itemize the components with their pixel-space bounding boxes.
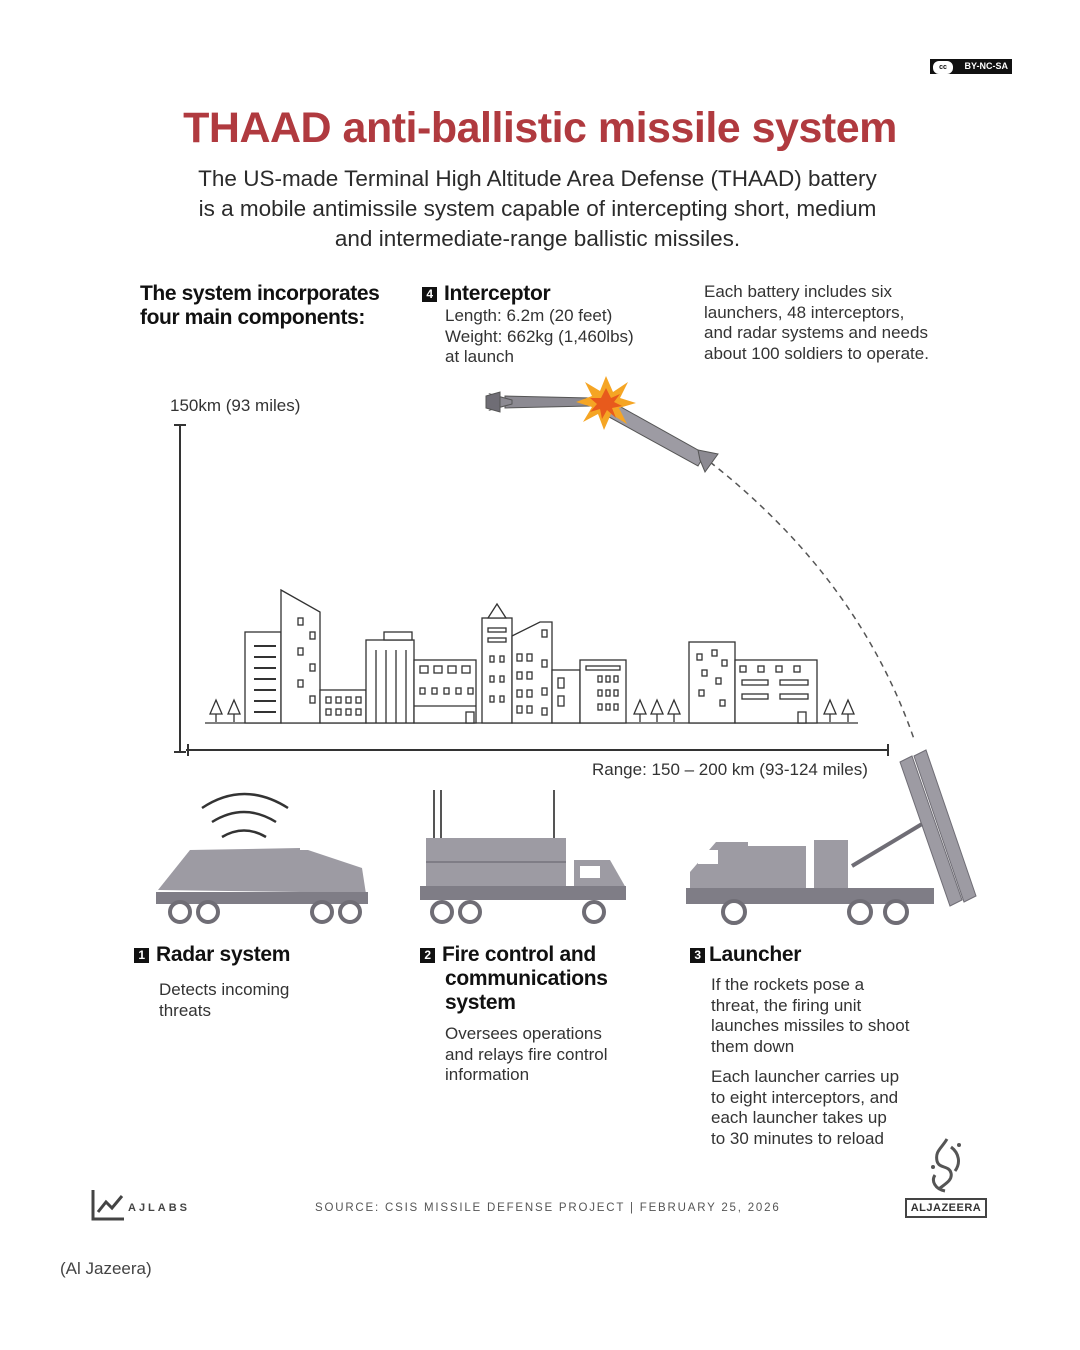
interceptor-title-text: Interceptor [444, 282, 551, 305]
note-line: Each battery includes six [704, 282, 893, 301]
description-line: threats [159, 1000, 211, 1020]
interceptor-title: 4 Interceptor [422, 282, 634, 306]
ajlabs-logo: AJLABS [90, 1188, 187, 1227]
page-title: THAAD anti-ballistic missile system [183, 104, 897, 152]
subtitle-line: The US-made Terminal High Altitude Area … [198, 166, 877, 191]
note-line: and radar systems and needs [704, 323, 928, 342]
component-number: 2 [420, 948, 435, 963]
interceptor-details: Length: 6.2m (20 feet) Weight: 662kg (1,… [445, 306, 634, 368]
radar-title-text: Radar system [156, 943, 291, 966]
intro-line: The system incorporates [140, 282, 380, 305]
interceptor-detail: Weight: 662kg (1,460lbs) [445, 326, 634, 346]
fire-control-title-line: system [445, 991, 516, 1014]
explosion-icon [576, 376, 636, 430]
component-radar: 1 Radar system Detects incoming threats [134, 943, 290, 1021]
description-line: threat, the firing unit [711, 995, 862, 1015]
component-launcher: 3 Launcher If the rockets pose a threat, … [690, 943, 909, 1149]
fire-control-title: 2 Fire control and communications system [420, 943, 608, 1015]
launcher-vehicle [686, 749, 977, 925]
subtitle-line: is a mobile antimissile system capable o… [198, 196, 877, 221]
incoming-missile [485, 391, 591, 413]
subtitle-line: and intermediate-range ballistic missile… [334, 226, 741, 251]
launcher-description: If the rockets pose a threat, the firing… [711, 975, 909, 1057]
interceptor-block: 4 Interceptor Length: 6.2m (20 feet) Weig… [422, 282, 634, 368]
launcher-reload-note: Each launcher carries up to eight interc… [711, 1067, 909, 1149]
radar-description: Detects incoming threats [159, 980, 290, 1021]
interceptor-detail: Length: 6.2m (20 feet) [445, 306, 613, 325]
description-line: them down [711, 1036, 795, 1056]
fire-control-title-line: Fire control and [442, 943, 596, 966]
aljazeera-wordmark: ALJAZEERA [905, 1198, 987, 1218]
battery-note: Each battery includes six launchers, 48 … [704, 282, 929, 364]
fire-control-description: Oversees operations and relays fire cont… [445, 1024, 608, 1086]
description-line: to 30 minutes to reload [711, 1128, 884, 1148]
note-line: about 100 soldiers to operate. [704, 343, 929, 363]
description-line: Oversees operations [445, 1024, 602, 1043]
note-line: launchers, 48 interceptors, [704, 302, 905, 322]
launcher-title: 3 Launcher [690, 943, 909, 967]
radar-wave-icon [201, 792, 289, 839]
fire-control-vehicle [420, 790, 626, 924]
component-number: 3 [690, 948, 705, 963]
launcher-title-text: Launcher [709, 943, 802, 966]
description-line: launches missiles to shoot [711, 1016, 910, 1035]
fire-control-title-line: communications [445, 967, 608, 990]
aljazeera-logo: ALJAZEERA [905, 1135, 989, 1218]
intro-line: four main components: [140, 306, 365, 329]
aljazeera-calligraphy-icon [931, 1138, 961, 1193]
trees [209, 698, 855, 722]
radar-vehicle [156, 792, 368, 924]
description-line: information [445, 1065, 530, 1084]
altitude-axis [174, 424, 186, 753]
component-number: 4 [422, 287, 437, 302]
description-line: to eight interceptors, and [711, 1087, 899, 1107]
image-caption: (Al Jazeera) [60, 1259, 152, 1278]
description-line: Each launcher carries up [711, 1067, 900, 1086]
interceptor-trajectory [709, 461, 916, 743]
description-line: each launcher takes up [711, 1108, 887, 1127]
radar-title: 1 Radar system [134, 943, 290, 967]
license-text: BY-NC-SA [964, 61, 1008, 71]
components-intro: The system incorporates four main compon… [140, 282, 380, 330]
ajlabs-text: AJLABS [128, 1202, 191, 1214]
subtitle: The US-made Terminal High Altitude Area … [150, 164, 925, 254]
city-skyline [205, 588, 858, 724]
ajlabs-chart-icon [91, 1190, 124, 1221]
creative-commons-icon: cc [933, 61, 953, 74]
source-line: SOURCE: CSIS MISSILE DEFENSE PROJECT | F… [315, 1202, 781, 1214]
description-line: If the rockets pose a [711, 975, 865, 994]
component-number: 1 [134, 948, 149, 963]
description-line: and relays fire control [445, 1044, 608, 1064]
license-badge: cc BY-NC-SA [930, 59, 1012, 74]
altitude-label: 150km (93 miles) [170, 396, 301, 415]
description-line: Detects incoming [159, 980, 290, 999]
interceptor-detail: at launch [445, 347, 514, 366]
range-axis [186, 744, 889, 756]
range-label: Range: 150 – 200 km (93-124 miles) [592, 760, 868, 779]
